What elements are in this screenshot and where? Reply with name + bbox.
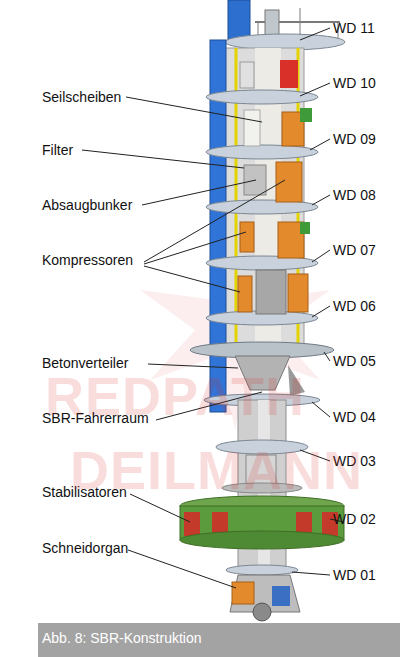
deck-number: WD 04	[333, 408, 376, 426]
part-name: Filter	[42, 141, 73, 159]
deck-number: WD 08	[333, 186, 376, 204]
deck-number: WD 07	[333, 241, 376, 259]
leader-lines	[82, 28, 344, 588]
figure-caption: Abb. 8: SBR-Konstruktion	[42, 630, 202, 646]
deck-number: WD 09	[333, 130, 376, 148]
part-name: Absaugbunker	[42, 196, 132, 214]
part-name: Seilscheiben	[42, 88, 121, 106]
deck-number: WD 06	[333, 297, 376, 315]
deck-number: WD 10	[333, 74, 376, 92]
deck-number: WD 05	[333, 352, 376, 370]
deck-number: WD 11	[333, 19, 375, 37]
caption-band: Abb. 8: SBR-Konstruktion	[38, 623, 400, 657]
watermark: DEILMANN	[70, 440, 363, 500]
part-name: Schneidorgan	[42, 539, 128, 557]
deck-number: WD 02	[333, 510, 376, 528]
deck-number: WD 01	[333, 566, 376, 584]
part-name: Kompressoren	[42, 251, 133, 269]
watermark: REDPATH	[45, 366, 305, 426]
